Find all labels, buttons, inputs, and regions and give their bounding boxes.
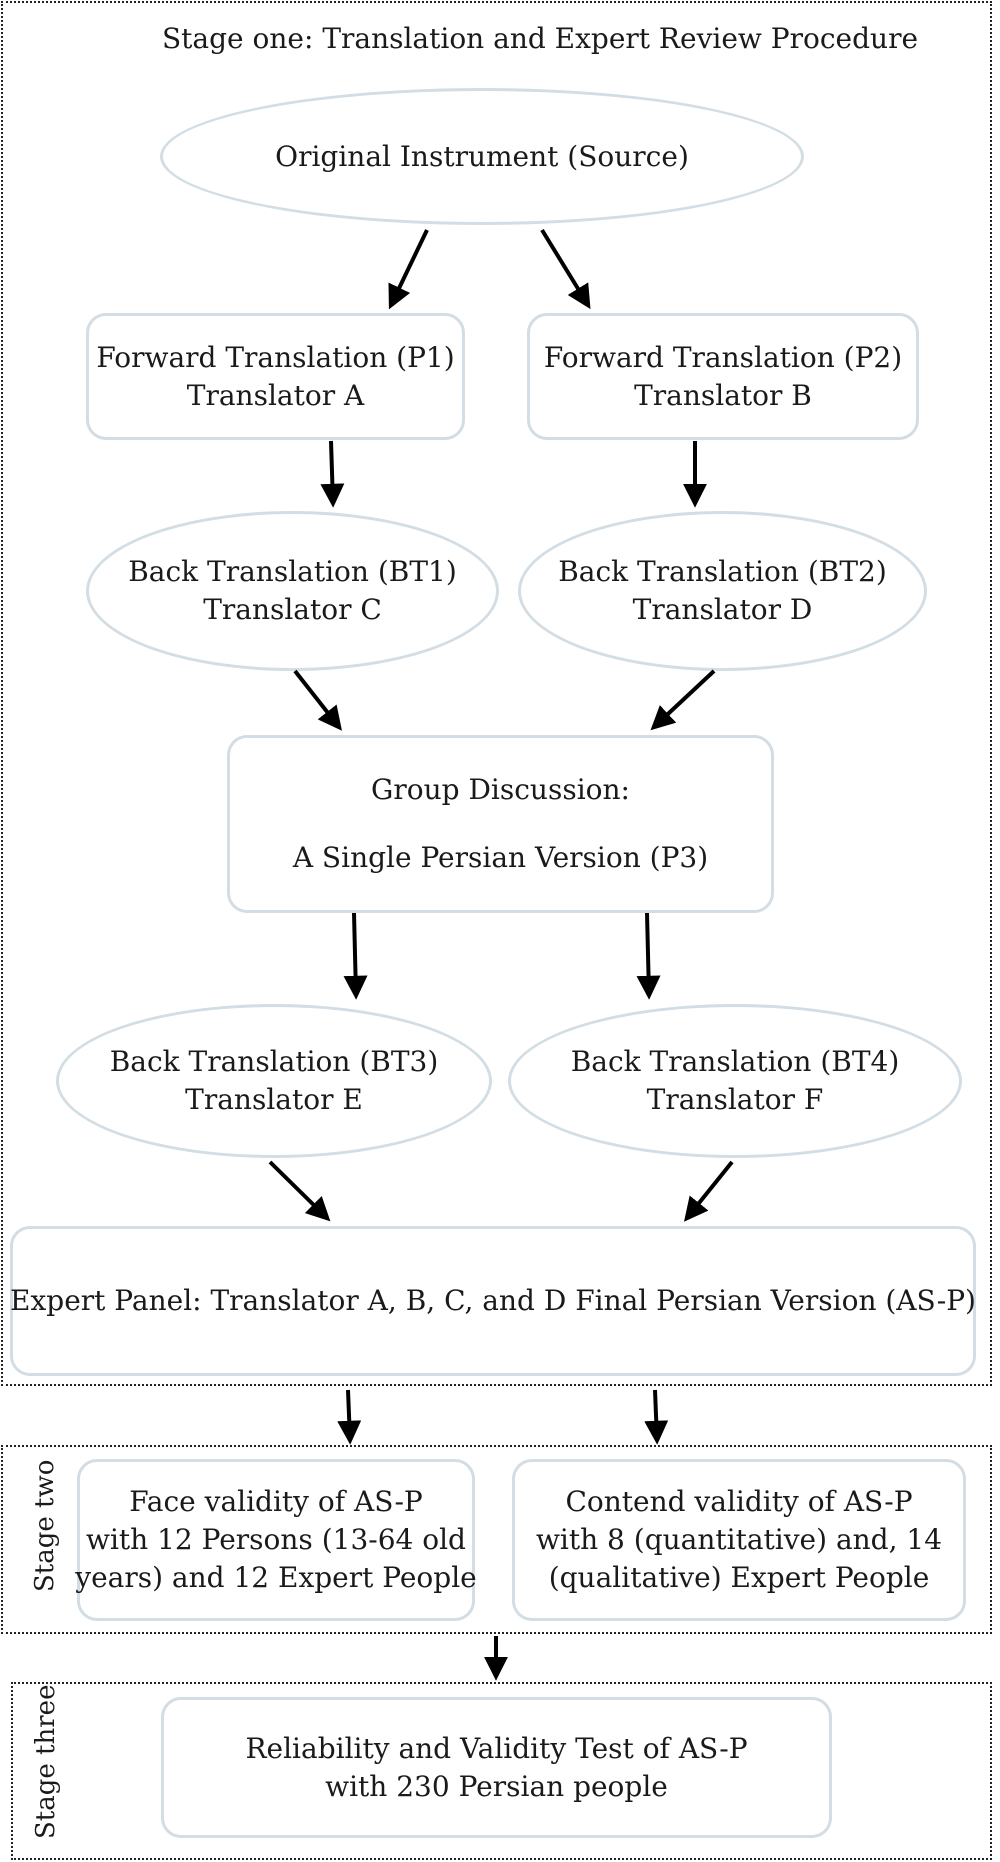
back-translation-bt4-node: Back Translation (BT4) Translator F: [508, 1004, 962, 1158]
group-discussion-node: Group Discussion: A Single Persian Versi…: [227, 735, 774, 913]
back-translation-bt3-label: Back Translation (BT3): [109, 1045, 439, 1078]
stage-three-frame: [11, 1682, 992, 1860]
translator-f-label: Translator F: [646, 1083, 824, 1116]
stage-one-frame: [1, 1, 992, 1386]
face-validity-node: Face validity of AS-P with 12 Persons (1…: [75, 1459, 477, 1621]
back-translation-bt3-node: Back Translation (BT3) Translator E: [56, 1004, 492, 1158]
translator-b-label: Translator B: [634, 378, 812, 412]
arrow-source-to-p2: [540, 228, 591, 310]
original-instrument-node: Original Instrument (Source): [160, 88, 804, 225]
original-instrument-label: Original Instrument (Source): [275, 139, 689, 173]
reliability-test-node: Reliability and Validity Test of AS-P wi…: [161, 1697, 832, 1838]
arrow-bt4-to-panel: [683, 1160, 734, 1222]
arrow-panel-to-face: [337, 1389, 362, 1445]
expert-panel-label: Expert Panel: Translator A, B, C, and D …: [10, 1284, 976, 1317]
face-validity-line-2: with 12 Persons (13-64 old: [86, 1523, 466, 1556]
face-validity-line-1: Face validity of AS-P: [129, 1485, 423, 1518]
reliability-line-2: with 230 Persian people: [325, 1769, 668, 1803]
arrow-source-to-p1: [388, 229, 429, 310]
content-validity-line-3: (qualitative) Expert People: [548, 1561, 930, 1594]
translator-d-label: Translator D: [632, 593, 813, 626]
back-translation-bt4-label: Back Translation (BT4): [570, 1045, 900, 1078]
arrow-panel-to-content: [644, 1389, 669, 1445]
back-translation-bt1-node: Back Translation (BT1) Translator C: [86, 511, 499, 671]
arrow-p1-to-bt1: [320, 440, 345, 508]
arrow-group-to-bt4: [636, 912, 661, 1000]
back-translation-bt2-node: Back Translation (BT2) Translator D: [518, 511, 927, 671]
arrow-bt2-to-group: [650, 669, 716, 731]
single-persian-version-label: A Single Persian Version (P3): [292, 841, 709, 874]
face-validity-line-3: years) and 12 Expert People: [75, 1561, 477, 1594]
forward-translation-p1-node: Forward Translation (P1) Translator A: [86, 313, 465, 440]
forward-translation-p2-label: Forward Translation (P2): [543, 340, 903, 374]
translator-c-label: Translator C: [203, 593, 382, 626]
arrow-bt3-to-panel: [268, 1160, 331, 1222]
forward-translation-p2-node: Forward Translation (P2) Translator B: [527, 313, 919, 440]
arrow-bt1-to-group: [293, 669, 342, 731]
reliability-line-1: Reliability and Validity Test of AS-P: [245, 1731, 748, 1765]
stage-one-title: Stage one: Translation and Expert Review…: [162, 22, 919, 55]
back-translation-bt1-label: Back Translation (BT1): [128, 555, 457, 588]
content-validity-line-1: Contend validity of AS-P: [565, 1485, 913, 1518]
stage-two-frame: [1, 1445, 992, 1634]
arrow-group-to-bt3: [343, 912, 368, 1000]
forward-translation-p1-label: Forward Translation (P1): [96, 340, 455, 374]
content-validity-node: Contend validity of AS-P with 8 (quantit…: [512, 1459, 966, 1621]
back-translation-bt2-label: Back Translation (BT2): [558, 555, 887, 588]
translator-e-label: Translator E: [185, 1083, 363, 1116]
content-validity-line-2: with 8 (quantitative) and, 14: [535, 1523, 943, 1556]
translator-a-label: Translator A: [186, 378, 365, 412]
group-discussion-label: Group Discussion:: [371, 773, 630, 806]
expert-panel-node: Expert Panel: Translator A, B, C, and D …: [10, 1226, 976, 1376]
